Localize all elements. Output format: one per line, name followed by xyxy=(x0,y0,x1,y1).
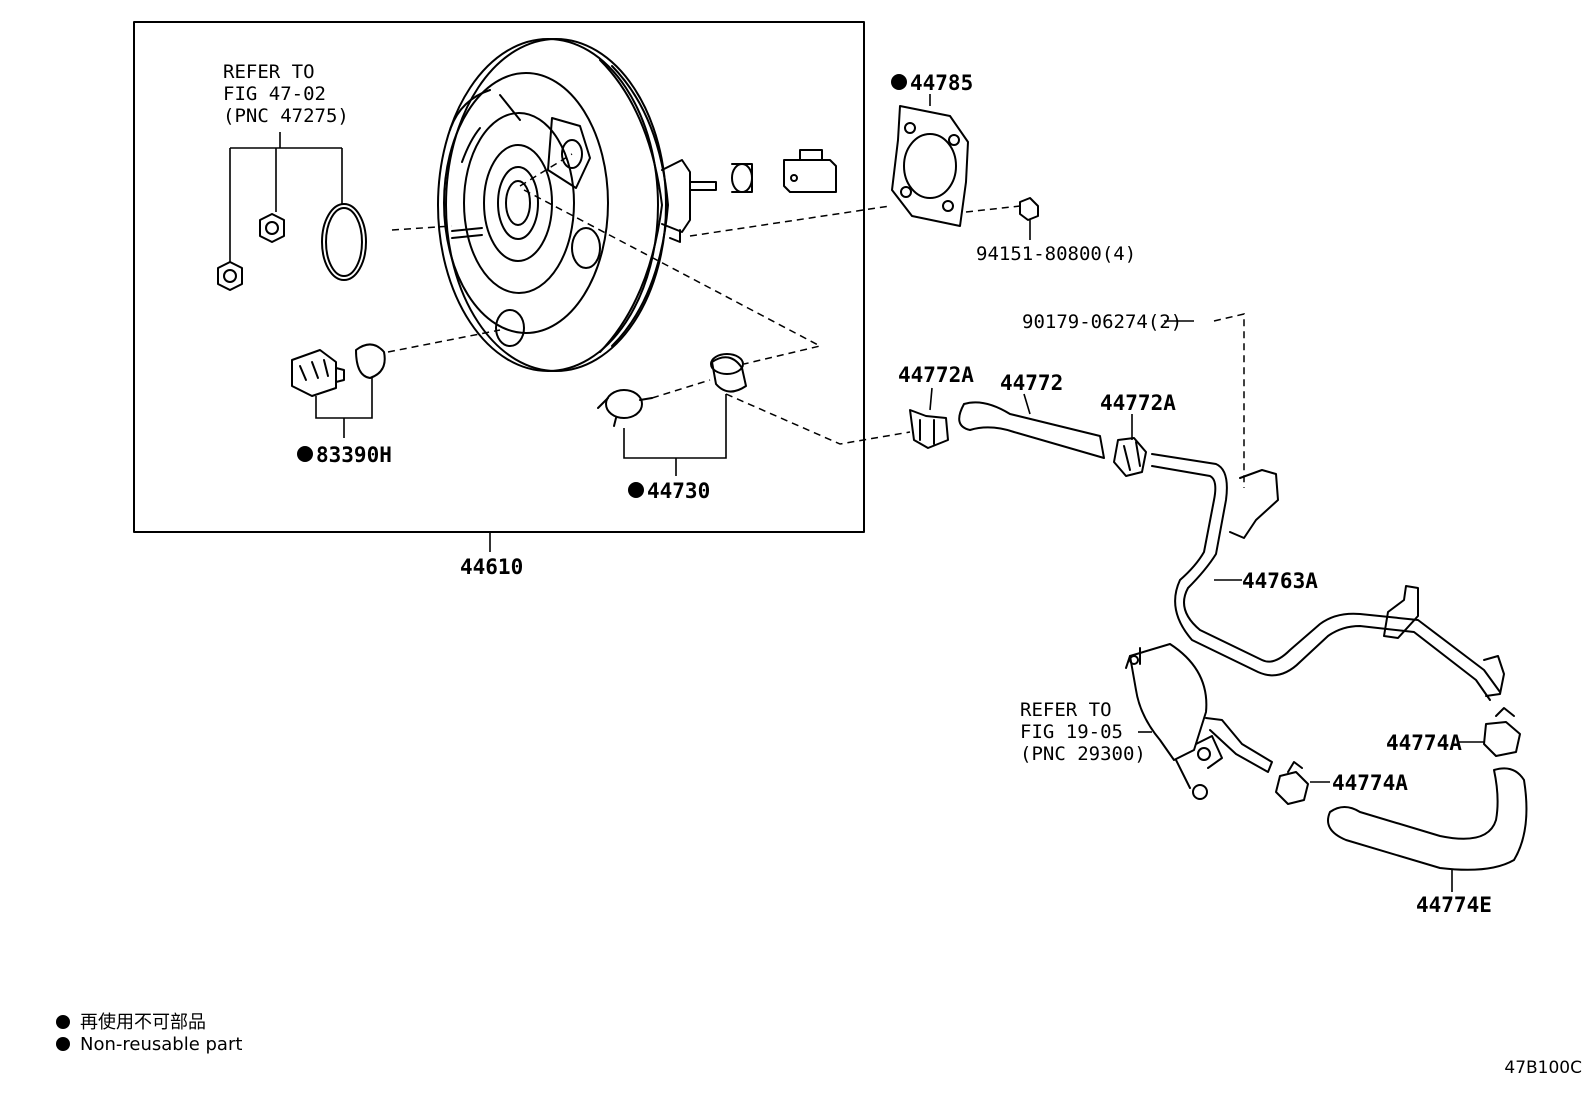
part-label-44772a-right: 44772A xyxy=(1100,391,1176,415)
non-reusable-dot-icon xyxy=(891,74,907,90)
clamp-44774a-right xyxy=(1483,707,1521,757)
part-label-44730: 44730 xyxy=(647,479,710,503)
refer-19-line2: FIG 19-05 xyxy=(1020,721,1123,743)
clamp-44772a-left xyxy=(909,409,949,449)
part-label-44772a-left: 44772A xyxy=(898,363,974,387)
refer-19-line1: REFER TO xyxy=(1020,699,1112,721)
hose-44772 xyxy=(958,401,1105,459)
nut-94151 xyxy=(1019,197,1039,221)
clamp-44774a-lower xyxy=(1275,761,1309,805)
pipe-44763a xyxy=(1151,453,1505,701)
refer-19-line3: (PNC 29300) xyxy=(1020,743,1146,765)
non-reusable-dot-icon xyxy=(56,1037,70,1051)
nut-left-lower xyxy=(217,261,243,291)
part-label-44763a: 44763A xyxy=(1242,569,1318,593)
part-label-44774a-right: 44774A xyxy=(1386,731,1462,755)
legend-english: Non-reusable part xyxy=(56,1034,242,1055)
hose-44774e xyxy=(1327,767,1528,871)
figure-code: 47B100C xyxy=(1504,1058,1582,1078)
part-label-94151: 94151-80800(4) xyxy=(976,243,1136,265)
part-label-83390h: 83390H xyxy=(316,443,392,467)
refer-47-line2: FIG 47-02 xyxy=(223,83,326,105)
legend-english-text: Non-reusable part xyxy=(80,1034,243,1055)
check-valve-44730 xyxy=(597,353,747,427)
o-ring xyxy=(321,203,367,281)
refer-47-line3: (PNC 47275) xyxy=(223,105,349,127)
nut-left-upper xyxy=(259,213,285,243)
vacuum-pump xyxy=(1125,643,1273,800)
clamp-44772a-right xyxy=(1113,437,1147,477)
brake-booster-assembly-box xyxy=(133,21,865,533)
part-label-44610: 44610 xyxy=(460,555,523,579)
part-label-44774a-lower: 44774A xyxy=(1332,771,1408,795)
legend-japanese: 再使用不可部品 xyxy=(56,1008,206,1034)
refer-47-line1: REFER TO xyxy=(223,61,315,83)
vacuum-sensor-83390h xyxy=(291,343,386,397)
non-reusable-dot-icon xyxy=(297,446,313,462)
gasket-44785 xyxy=(891,105,969,227)
non-reusable-dot-icon xyxy=(628,482,644,498)
brake-booster-body xyxy=(437,38,717,372)
part-label-44774e: 44774E xyxy=(1416,893,1492,917)
part-label-44785: 44785 xyxy=(910,71,973,95)
clevis-nut xyxy=(731,163,753,193)
non-reusable-dot-icon xyxy=(56,1015,70,1029)
part-label-44772: 44772 xyxy=(1000,371,1063,395)
part-label-90179: 90179-06274(2) xyxy=(1022,311,1182,333)
clevis xyxy=(783,149,837,193)
legend-japanese-text: 再使用不可部品 xyxy=(80,1012,206,1033)
